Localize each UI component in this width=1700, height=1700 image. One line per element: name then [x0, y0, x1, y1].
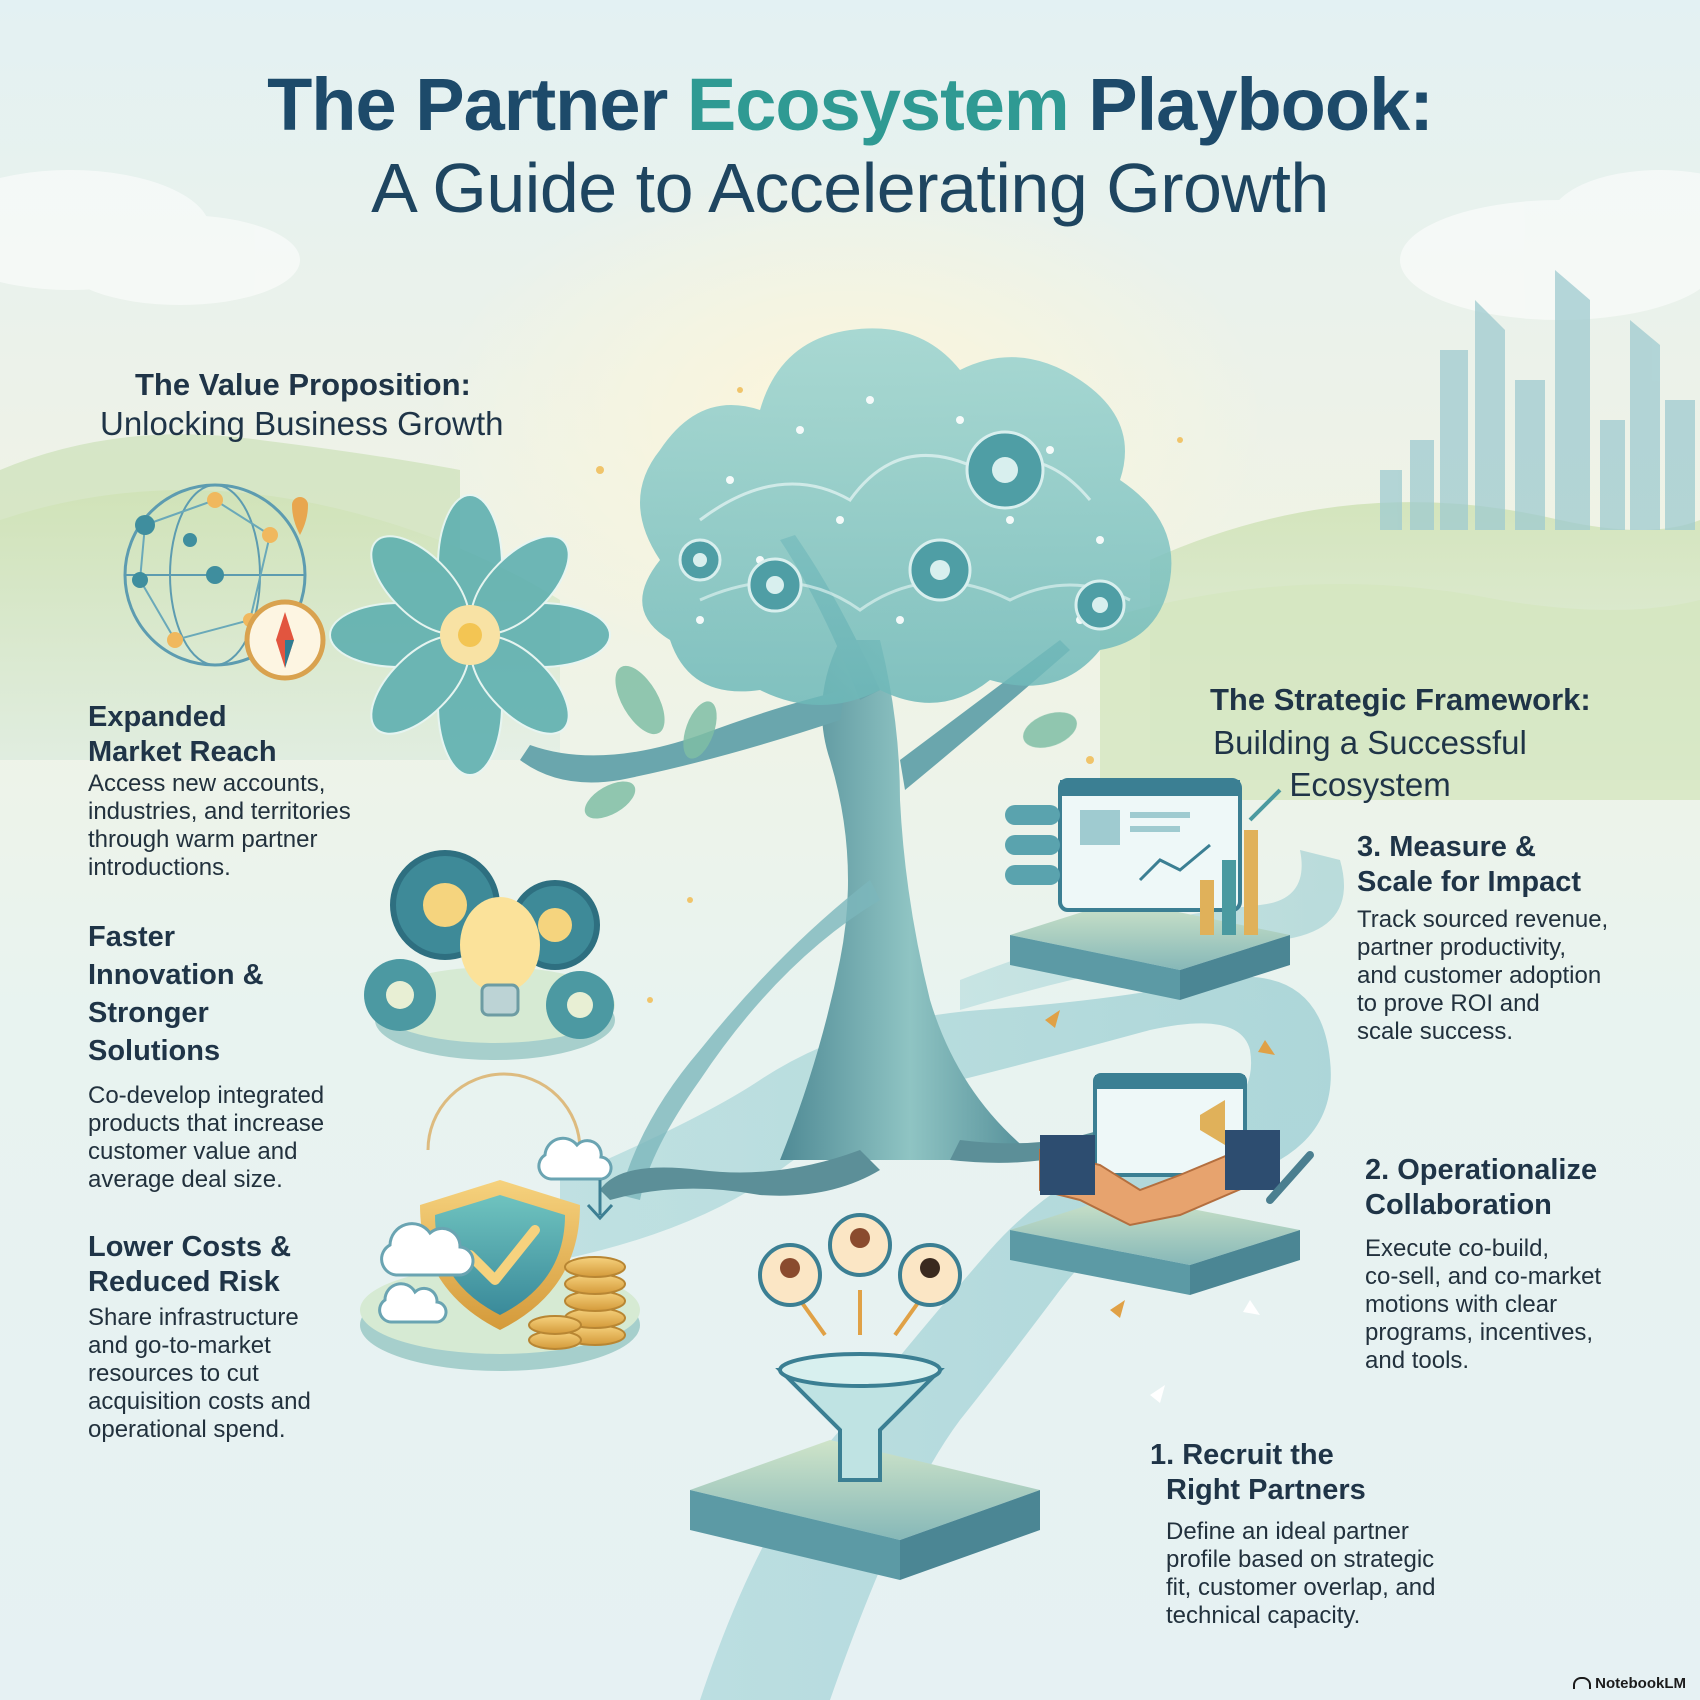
step-description: Execute co-build, co-sell, and co-market… — [1365, 1235, 1602, 1374]
benefit-market-reach: Expanded Market Reach Access new account… — [88, 700, 428, 882]
step-heading: 3. Measure & Scale for Impact — [1357, 831, 1582, 898]
value-proposition-subtitle: Unlocking Business Growth — [100, 405, 504, 442]
benefit-heading: Faster Innovation & Stronger Solutions — [88, 921, 264, 1067]
dashboard-chart-icon — [1005, 778, 1290, 1000]
coin-stack-icon — [528, 1256, 626, 1350]
globe-network-icon — [123, 483, 308, 667]
benefit-description: Co-develop integrated products that incr… — [88, 1082, 325, 1193]
strategic-framework-subtitle: Building a Successful Ecosystem — [1213, 724, 1527, 803]
value-proposition-title: The Value Proposition: — [135, 367, 471, 402]
network-flower-icon — [329, 494, 611, 776]
step-heading: 1. Recruit the Right Partners — [1150, 1439, 1366, 1506]
compass-icon — [244, 599, 326, 681]
page-title-accent: Ecosystem — [686, 63, 1070, 146]
city-skyline-icon — [1380, 270, 1695, 530]
step-recruit: 1. Recruit the Right Partners Define an … — [1150, 1438, 1510, 1630]
megaphone-icon — [1200, 1100, 1225, 1145]
step-measure-scale: 3. Measure & Scale for Impact Track sour… — [1357, 830, 1677, 1046]
page-subtitle: A Guide to Accelerating Growth — [371, 149, 1329, 227]
network-tree-icon — [520, 328, 1172, 1200]
benefit-innovation: Faster Innovation & Stronger Solutions C… — [88, 918, 408, 1194]
cloud-icon — [378, 1136, 613, 1324]
people-funnel-icon — [690, 1213, 1040, 1580]
benefit-description: Access new accounts, industries, and ter… — [88, 770, 351, 881]
download-arrow-icon — [586, 1180, 614, 1221]
notebooklm-logo-icon — [1573, 1677, 1592, 1689]
benefit-heading: Expanded Market Reach — [88, 701, 277, 768]
step-description: Define an ideal partner profile based on… — [1166, 1518, 1436, 1629]
benefit-description: Share infrastructure and go-to-market re… — [88, 1304, 311, 1443]
handshake-icon — [1010, 1073, 1300, 1295]
page-title: The Partner Ecosystem Playbook: — [267, 63, 1434, 146]
step-operationalize: 2. Operationalize Collaboration Execute … — [1365, 1153, 1685, 1375]
cloud-decoration — [0, 170, 1700, 320]
step-description: Track sourced revenue, partner productiv… — [1357, 906, 1609, 1045]
benefit-heading: Lower Costs & Reduced Risk — [88, 1231, 292, 1298]
step-heading: 2. Operationalize Collaboration — [1365, 1154, 1598, 1221]
gears-lightbulb-icon — [364, 850, 615, 1060]
strategic-framework-title: The Strategic Framework: — [1210, 682, 1591, 717]
wrench-icon — [1266, 1151, 1314, 1204]
benefit-lower-costs: Lower Costs & Reduced Risk Share infrast… — [88, 1230, 388, 1444]
brand-watermark: NotebookLM — [1573, 1675, 1686, 1692]
